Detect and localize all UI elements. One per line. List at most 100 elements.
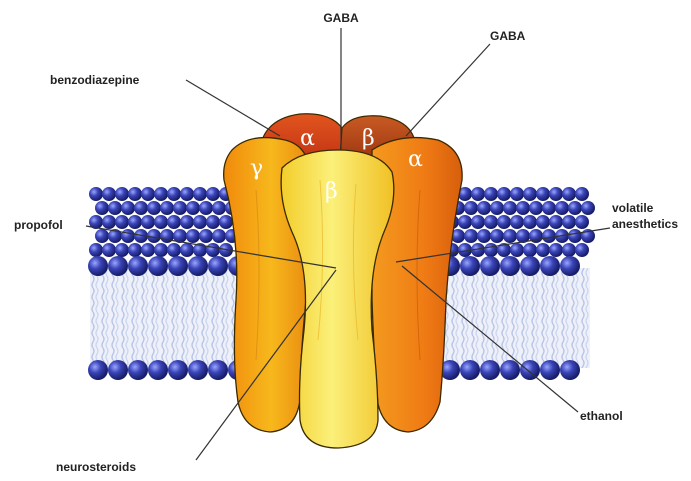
lipid-head-bead xyxy=(89,243,103,257)
lipid-head-bead xyxy=(168,256,188,276)
lipid-head-bead xyxy=(510,215,524,229)
lipid-head-bead xyxy=(542,201,556,215)
leader-benzodiazepine xyxy=(186,80,280,136)
lipid-head-bead xyxy=(562,243,576,257)
lipid-head-bead xyxy=(180,187,194,201)
lipid-head-bead xyxy=(536,187,550,201)
lipid-head-bead xyxy=(115,243,129,257)
lipid-head-bead xyxy=(115,187,129,201)
lipid-head-bead xyxy=(208,256,228,276)
lipid-head-bead xyxy=(141,243,155,257)
lipid-head-bead xyxy=(568,201,582,215)
lipid-head-bead xyxy=(536,243,550,257)
lipid-head-bead xyxy=(193,215,207,229)
lipid-head-bead xyxy=(88,360,108,380)
lipid-head-bead xyxy=(562,215,576,229)
lipid-head-bead xyxy=(128,187,142,201)
lipid-head-bead xyxy=(568,229,582,243)
lipid-head-bead xyxy=(520,256,540,276)
lipid-head-bead xyxy=(458,215,472,229)
lipid-head-bead xyxy=(102,243,116,257)
lipid-head-bead xyxy=(154,243,168,257)
lipid-head-bead xyxy=(108,256,128,276)
lipid-head-bead xyxy=(180,215,194,229)
lipid-head-bead xyxy=(480,256,500,276)
label-alpha-right: α xyxy=(408,147,423,172)
lipid-head-bead xyxy=(523,243,537,257)
lipid-head-bead xyxy=(128,243,142,257)
label-gaba-right: GABA xyxy=(490,29,526,43)
lipid-head-bead xyxy=(477,229,491,243)
lipid-head-bead xyxy=(562,187,576,201)
lipid-head-bead xyxy=(102,187,116,201)
label-propofol: propofol xyxy=(14,218,63,232)
lipid-head-bead xyxy=(148,256,168,276)
lipid-head-bead xyxy=(523,187,537,201)
lipid-head-bead xyxy=(95,229,109,243)
lipid-head-bead xyxy=(128,360,148,380)
lipid-head-bead xyxy=(484,215,498,229)
lipid-head-bead xyxy=(520,360,540,380)
lipid-head-bead xyxy=(208,360,228,380)
lipid-head-bead xyxy=(206,215,220,229)
lipid-head-bead xyxy=(148,360,168,380)
lipid-head-bead xyxy=(188,360,208,380)
lipid-head-bead xyxy=(477,201,491,215)
lipid-head-bead xyxy=(503,201,517,215)
lipid-head-bead xyxy=(134,201,148,215)
lipid-head-bead xyxy=(206,243,220,257)
label-benzodiazepine: benzodiazepine xyxy=(50,73,140,87)
lipid-head-bead xyxy=(480,360,500,380)
lipid-head-bead xyxy=(560,360,580,380)
lipid-head-bead xyxy=(167,243,181,257)
label-beta-front: β xyxy=(325,179,338,204)
lipid-head-bead xyxy=(497,215,511,229)
lipid-head-bead xyxy=(523,215,537,229)
lipid-head-bead xyxy=(575,243,589,257)
lipid-head-bead xyxy=(212,229,226,243)
lipid-head-bead xyxy=(516,201,530,215)
lipid-head-bead xyxy=(219,215,233,229)
lipid-head-bead xyxy=(168,360,188,380)
lipid-head-bead xyxy=(549,187,563,201)
lipid-head-bead xyxy=(121,229,135,243)
lipid-head-bead xyxy=(141,187,155,201)
lipid-head-bead xyxy=(500,256,520,276)
lipid-head-bead xyxy=(89,187,103,201)
lipid-head-bead xyxy=(102,215,116,229)
lipid-head-bead xyxy=(560,256,580,276)
lipid-head-bead xyxy=(115,215,129,229)
lipid-head-bead xyxy=(173,201,187,215)
lipid-head-bead xyxy=(490,201,504,215)
lipid-head-bead xyxy=(510,187,524,201)
lipid-head-bead xyxy=(160,201,174,215)
lipid-head-bead xyxy=(199,201,213,215)
lipid-head-bead xyxy=(575,187,589,201)
lipid-head-bead xyxy=(167,187,181,201)
lipid-head-bead xyxy=(555,201,569,215)
lipid-head-bead xyxy=(471,215,485,229)
lipid-head-bead xyxy=(549,243,563,257)
label-volatile: volatile xyxy=(612,201,654,215)
lipid-head-bead xyxy=(460,360,480,380)
lipid-head-bead xyxy=(575,215,589,229)
lipid-head-bead xyxy=(540,360,560,380)
lipid-head-bead xyxy=(88,256,108,276)
lipid-head-bead xyxy=(460,256,480,276)
lipid-head-bead xyxy=(108,201,122,215)
lipid-head-bead xyxy=(141,215,155,229)
lipid-head-bead xyxy=(186,229,200,243)
lipid-head-bead xyxy=(464,201,478,215)
lipid-head-bead xyxy=(471,187,485,201)
label-anesthetics: anesthetics xyxy=(612,217,678,231)
lipid-head-bead xyxy=(186,201,200,215)
lipid-head-bead xyxy=(503,229,517,243)
lipid-head-bead xyxy=(490,229,504,243)
label-beta-top: β xyxy=(362,126,375,151)
lipid-head-bead xyxy=(180,243,194,257)
label-gamma: γ xyxy=(250,156,263,181)
label-neurosteroids: neurosteroids xyxy=(56,460,136,474)
lipid-head-bead xyxy=(484,187,498,201)
lipid-head-bead xyxy=(199,229,213,243)
